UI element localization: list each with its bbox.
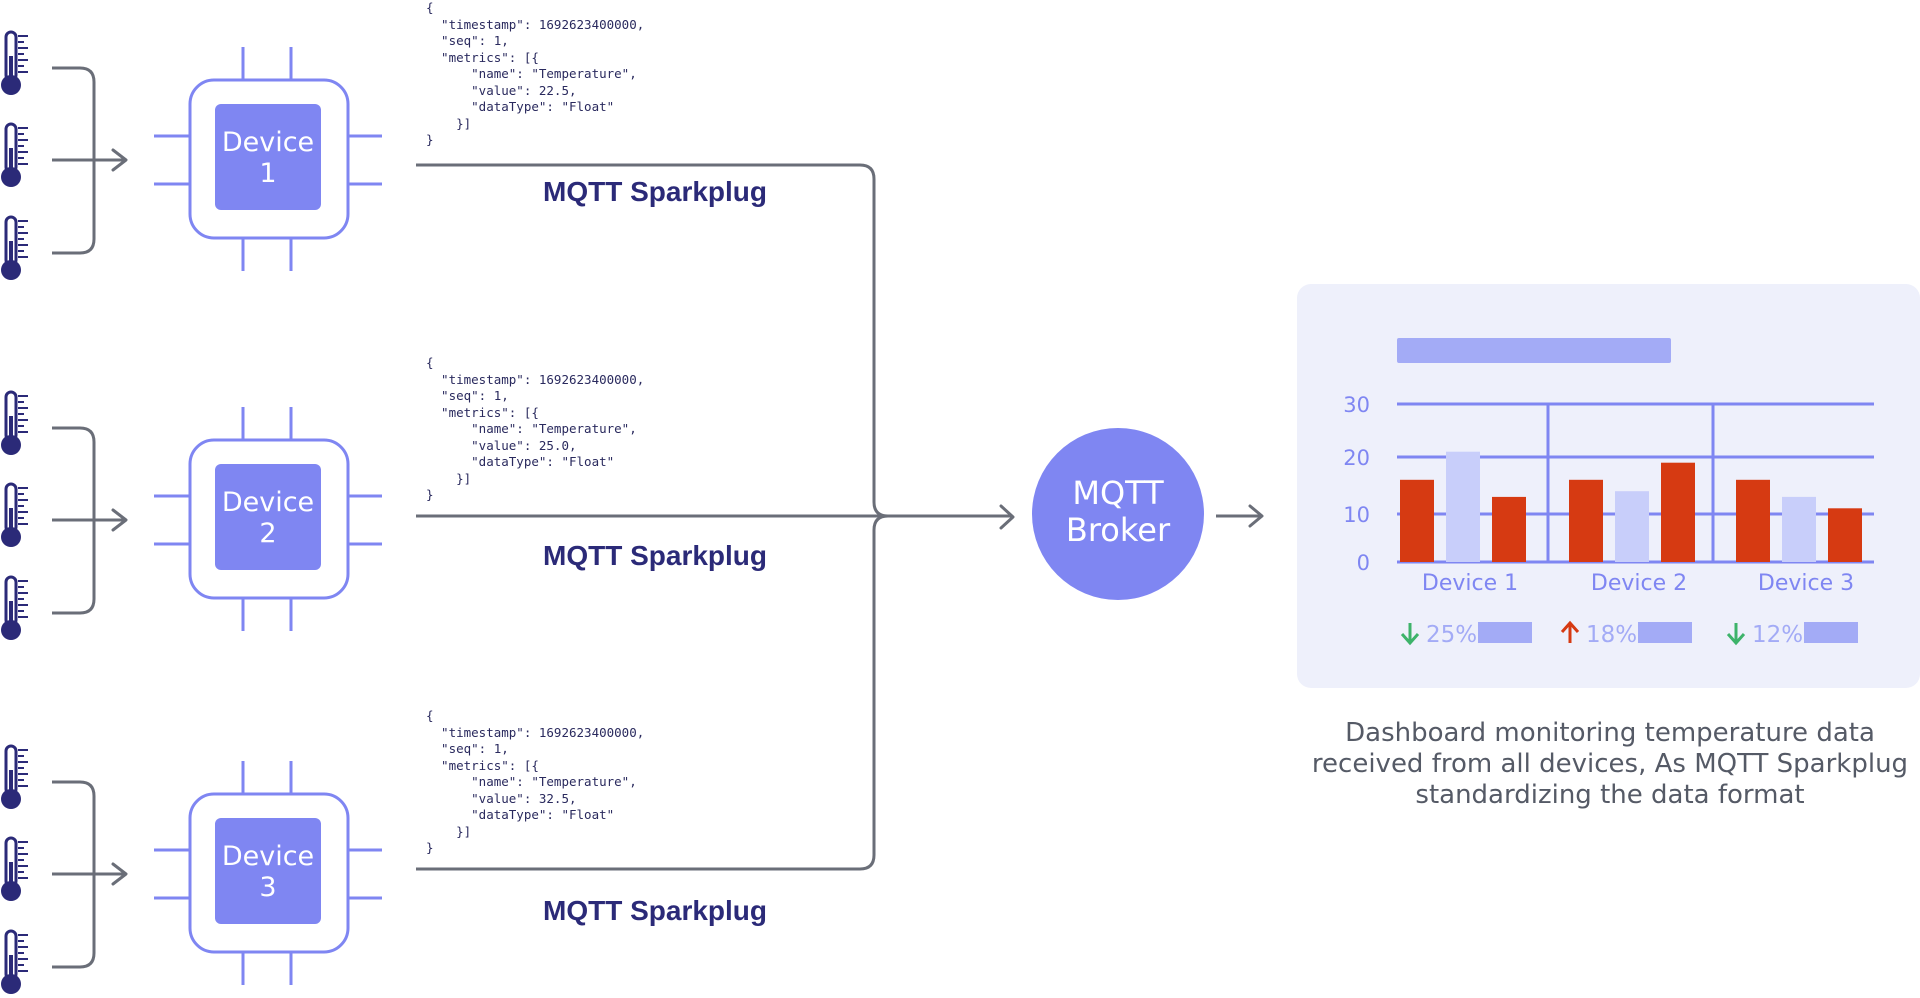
thermometer-level <box>9 148 13 172</box>
arrow-head <box>1560 620 1580 633</box>
thermometer-level <box>9 241 13 265</box>
thermometer-icon <box>1 215 28 280</box>
protocol-label-device-2: MQTT Sparkplug <box>543 540 767 571</box>
thermometer-icon <box>1 482 28 547</box>
connector-device-3 <box>416 514 889 871</box>
dashboard-caption: Dashboard monitoring temperature data re… <box>1311 718 1909 810</box>
arrow-down-icon <box>1726 623 1746 646</box>
device-label-2: Device 2 <box>221 487 315 549</box>
protocol-label-device-3: MQTT Sparkplug <box>543 895 767 926</box>
payload-json-device-2: { "timestamp": 1692623400000, "seq": 1, … <box>426 355 645 502</box>
chip-core <box>215 818 321 924</box>
thermometer-level <box>9 508 13 532</box>
broker-circle <box>1032 428 1204 600</box>
change-percent-label: 25% <box>1426 622 1477 648</box>
thermometer-bulb <box>1 260 21 280</box>
thermometer-bulb <box>1 789 21 809</box>
thermometer-bulb <box>1 527 21 547</box>
chart-bar <box>1828 508 1862 562</box>
chart-bar <box>1446 451 1480 562</box>
dashboard-title-placeholder <box>1397 338 1671 363</box>
thermometer-bulb <box>1 974 21 994</box>
chart-bar <box>1661 462 1695 562</box>
thermometer-icon <box>1 390 28 455</box>
chart-bar <box>1400 479 1434 562</box>
thermometer-icon <box>1 122 28 187</box>
change-bar-placeholder <box>1478 622 1532 643</box>
arrow-up-icon <box>1560 620 1580 643</box>
thermometer-level <box>9 770 13 794</box>
thermometer-level <box>9 56 13 80</box>
chart-bar <box>1615 491 1649 562</box>
chart-bar <box>1569 479 1603 562</box>
change-percent-label: 18% <box>1586 622 1637 648</box>
thermometer-level <box>9 955 13 979</box>
thermometer-bulb <box>1 75 21 95</box>
change-bar-placeholder <box>1638 622 1692 643</box>
device-label-3: Device 3 <box>221 841 315 903</box>
y-tick-label: 10 <box>1343 503 1370 527</box>
protocol-label-device-1: MQTT Sparkplug <box>543 176 767 207</box>
thermometer-bulb <box>1 881 21 901</box>
y-tick-label: 20 <box>1343 446 1370 470</box>
device-chip <box>154 47 382 271</box>
device-chip <box>154 761 382 985</box>
thermometer-icon <box>1 836 28 901</box>
chart-bar <box>1492 496 1526 562</box>
arrow-head-icon <box>999 504 1015 530</box>
x-tick-label: Device 3 <box>1758 571 1854 596</box>
chip-core <box>215 464 321 570</box>
payload-json-device-3: { "timestamp": 1692623400000, "seq": 1, … <box>426 708 645 855</box>
thermometer-bulb <box>1 435 21 455</box>
thermometer-icon <box>1 575 28 640</box>
thermometer-icon <box>1 929 28 994</box>
x-tick-label: Device 1 <box>1422 571 1518 596</box>
arrow-head-icon <box>111 508 128 532</box>
thermometer-level <box>9 601 13 625</box>
arrow-head <box>1726 633 1746 646</box>
thermometer-bulb <box>1 620 21 640</box>
arrow-down-icon <box>1400 623 1420 646</box>
thermometer-icon <box>1 744 28 809</box>
thermometer-icon <box>1 30 28 95</box>
change-bar-placeholder <box>1804 622 1858 643</box>
thermometer-level <box>9 416 13 440</box>
arrow-head-icon <box>111 148 128 172</box>
device-label-1: Device 1 <box>221 127 315 189</box>
broker-label: MQTT Broker <box>1065 474 1171 549</box>
change-percent-label: 12% <box>1752 622 1803 648</box>
arrow-head-icon <box>111 862 128 886</box>
device-chip <box>154 407 382 631</box>
chart-bar <box>1782 496 1816 562</box>
arrow-head <box>1400 633 1420 646</box>
chip-core <box>215 104 321 210</box>
thermometer-bulb <box>1 167 21 187</box>
arrow-head-icon <box>1248 504 1264 528</box>
y-tick-label: 0 <box>1357 551 1370 575</box>
dashboard-panel <box>1297 284 1920 688</box>
connector-device-1 <box>416 163 889 518</box>
payload-json-device-1: { "timestamp": 1692623400000, "seq": 1, … <box>426 0 645 147</box>
x-tick-label: Device 2 <box>1591 571 1687 596</box>
y-tick-label: 30 <box>1343 393 1370 417</box>
thermometer-level <box>9 862 13 886</box>
chart-bar <box>1736 479 1770 562</box>
